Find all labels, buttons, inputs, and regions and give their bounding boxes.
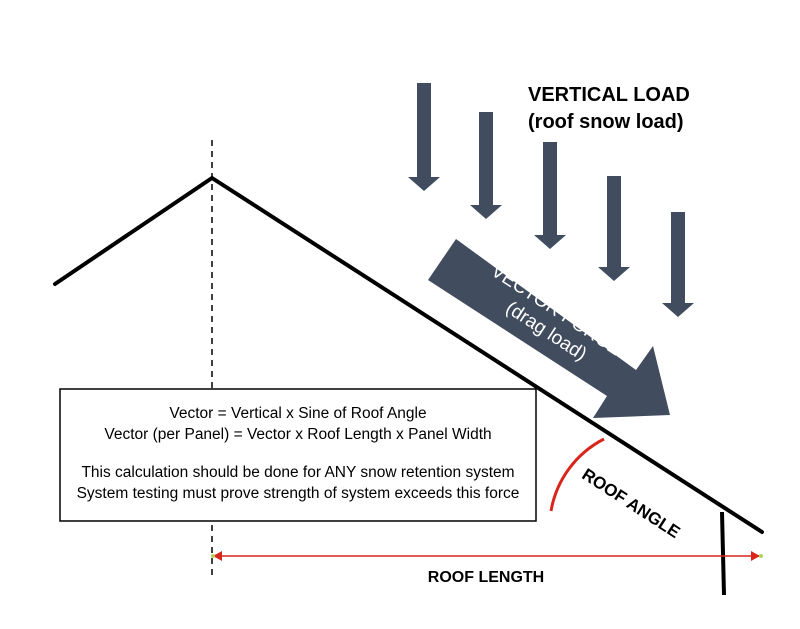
eave-wall-line [720,511,726,596]
note-system-testing: System testing must prove strength of sy… [77,485,520,502]
roof-length-label: ROOF LENGTH [428,569,544,586]
note-calculation: This calculation should be done for ANY … [81,464,514,481]
vertical-load-arrow-4 [598,176,630,281]
formula-vector-per-panel: Vector (per Panel) = Vector x Roof Lengt… [104,426,491,443]
vertical-load-title: VERTICAL LOAD [528,84,690,106]
vertical-load-arrows [408,83,694,317]
vertical-load-arrow-3 [534,142,566,249]
vertical-load-arrow-2 [470,112,502,219]
formula-vector: Vector = Vertical x Sine of Roof Angle [169,405,426,422]
vertical-load-arrow-5 [662,212,694,317]
roof-angle-arc [549,437,605,512]
roof-angle-label: ROOF ANGLE [579,465,684,542]
roof-length-start-dot [211,554,215,558]
formula-box-border [59,388,537,522]
vector-force-arrow [428,239,670,418]
roof-length-end-dot [759,554,763,558]
vertical-load-arrow-1 [408,83,440,191]
formula-box: Vector = Vertical x Sine of Roof Angle V… [59,388,537,522]
vertical-load-subtitle: (roof snow load) [528,111,684,133]
